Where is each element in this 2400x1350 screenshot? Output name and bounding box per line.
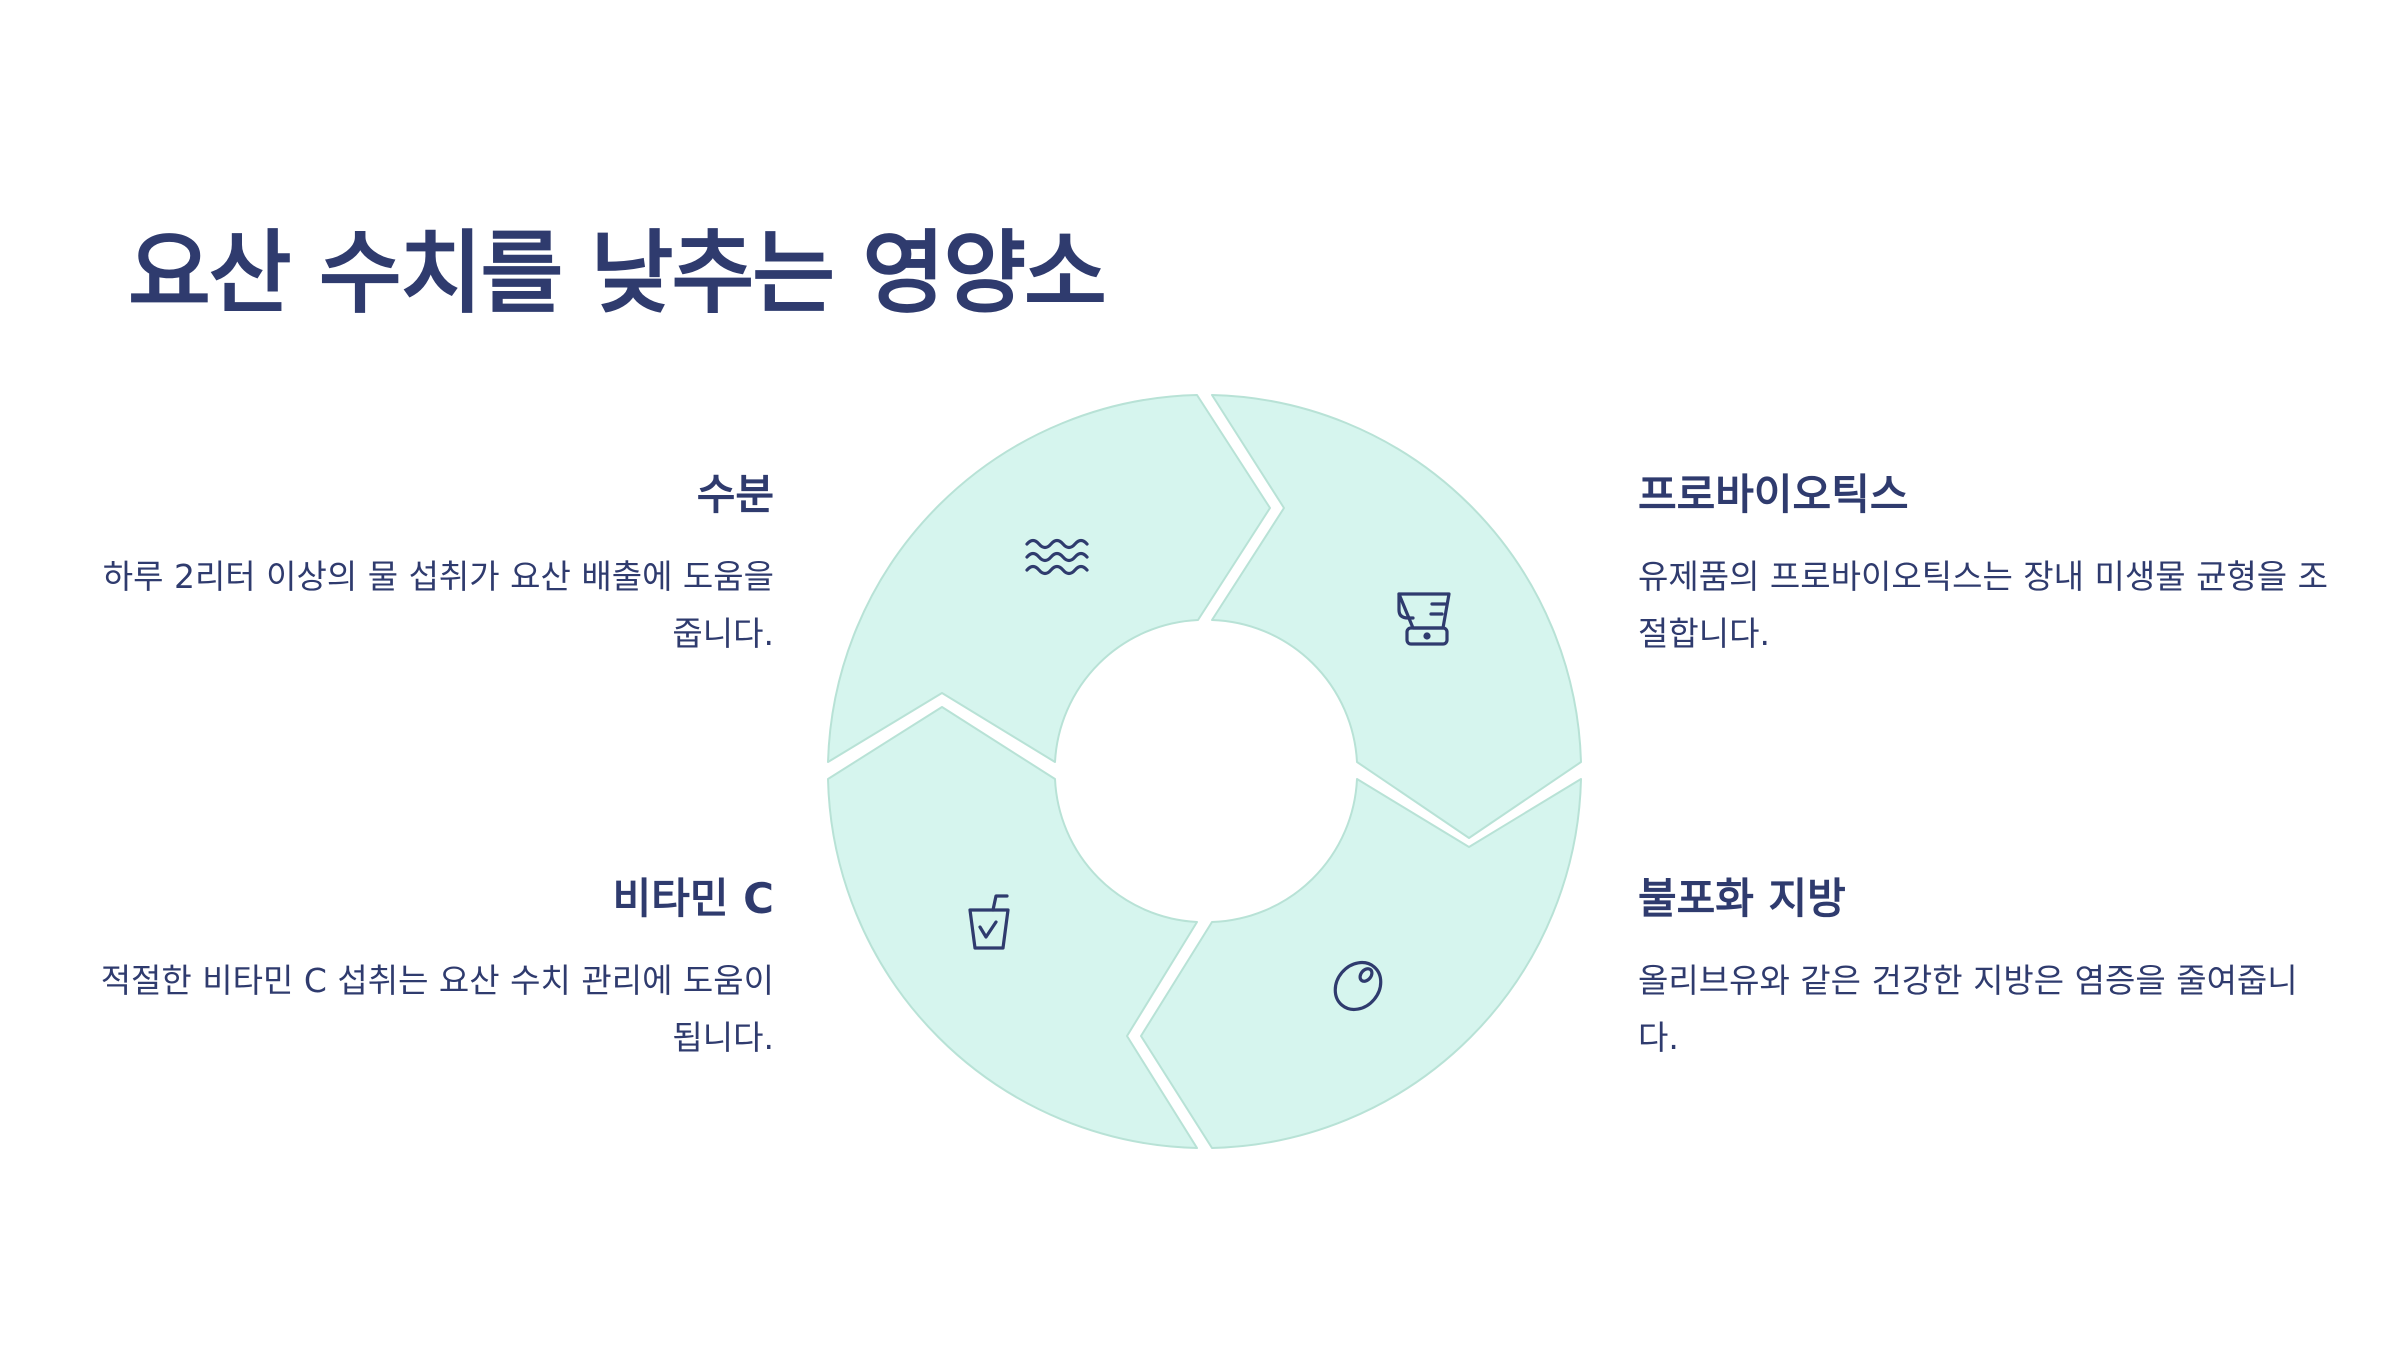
card-description-water: 하루 2리터 이상의 물 섭취가 요산 배출에 도움을 줍니다. <box>102 557 774 654</box>
blender-icon <box>1397 592 1451 646</box>
card-unsaturated-fat: 불포화 지방 올리브유와 같은 건강한 지방은 염증을 줄여줍니다. <box>1638 874 2338 1066</box>
card-probiotics: 프로바이오틱스 유제품의 프로바이오틱스는 장내 미생물 균형을 조절합니다. <box>1638 470 2338 662</box>
cycle-segment-probiotics <box>1211 394 1582 839</box>
card-heading-probiotics: 프로바이오틱스 <box>1638 470 1909 519</box>
water-waves-icon <box>1025 538 1089 576</box>
olive-icon <box>1333 960 1383 1012</box>
juice-cup-icon <box>968 894 1010 950</box>
card-description-vitamin-c: 적절한 비타민 C 섭취는 요산 수치 관리에 도움이 됩니다. <box>100 961 774 1058</box>
page-title: 요산 수치를 낮추는 영양소 <box>128 221 1107 326</box>
card-vitamin-c: 비타민 C 적절한 비타민 C 섭취는 요산 수치 관리에 도움이 됩니다. <box>74 874 774 1066</box>
card-description-probiotics: 유제품의 프로바이오틱스는 장내 미생물 균형을 조절합니다. <box>1638 557 2329 654</box>
cycle-segment-water <box>827 394 1271 763</box>
card-water: 수분 하루 2리터 이상의 물 섭취가 요산 배출에 도움을 줍니다. <box>74 470 774 662</box>
card-description-unsaturated-fat: 올리브유와 같은 건강한 지방은 염증을 줄여줍니다. <box>1638 961 2298 1058</box>
cycle-segments <box>827 394 1582 1149</box>
card-heading-water: 수분 <box>696 470 774 519</box>
card-heading-vitamin-c: 비타민 C <box>612 874 774 923</box>
card-heading-unsaturated-fat: 불포화 지방 <box>1638 874 1846 923</box>
cycle-segment-vitamin-c <box>827 706 1198 1149</box>
